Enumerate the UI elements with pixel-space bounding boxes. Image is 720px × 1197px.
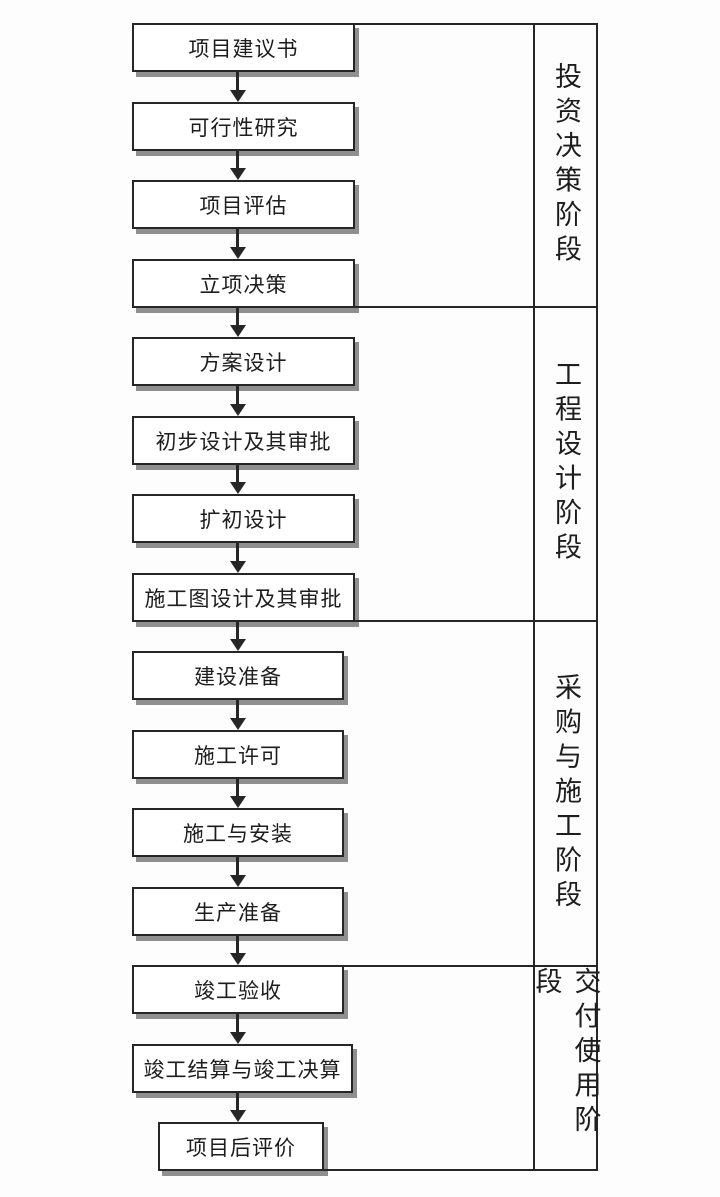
- phase-label-engineering-design: 工程设计阶段: [550, 360, 581, 568]
- flow-step-label: 初步设计及其审批: [155, 429, 332, 454]
- flow-step-box-15: 项目后评价: [158, 1122, 324, 1171]
- flow-step-label: 竣工验收: [194, 978, 282, 1003]
- phase-divider-1: [353, 306, 598, 308]
- flow-step-box-4: 立项决策: [132, 259, 355, 308]
- flow-step-label: 方案设计: [199, 350, 288, 375]
- phase-label-procurement-construction: 采购与施工阶段: [550, 672, 581, 915]
- phase-boundary-bottom: [322, 1169, 598, 1171]
- flow-step-box-3: 项目评估: [132, 180, 355, 229]
- phase-label-delivery-use: 交付使用阶段: [530, 967, 601, 1140]
- flow-step-box-7: 扩初设计: [132, 494, 355, 543]
- down-arrow-icon: [230, 542, 246, 573]
- flow-step-box-14: 竣工结算与竣工决算: [132, 1044, 353, 1093]
- flow-step-box-9: 建设准备: [132, 651, 344, 700]
- down-arrow-icon: [230, 307, 246, 337]
- down-arrow-icon: [230, 464, 246, 494]
- phase-divider-3: [342, 965, 598, 967]
- flow-step-box-11: 施工与安装: [132, 808, 344, 857]
- down-arrow-icon: [230, 71, 246, 102]
- down-arrow-icon: [230, 778, 246, 808]
- down-arrow-icon: [230, 1092, 246, 1122]
- flow-step-label: 施工与安装: [183, 821, 293, 846]
- down-arrow-icon: [230, 1013, 246, 1044]
- phase-column: [533, 23, 598, 1171]
- down-arrow-icon: [230, 621, 246, 651]
- down-arrow-icon: [230, 935, 246, 965]
- flow-step-label: 建设准备: [194, 664, 282, 689]
- flow-step-box-1: 项目建议书: [132, 23, 355, 72]
- down-arrow-icon: [230, 385, 246, 416]
- phase-divider-2: [342, 620, 598, 622]
- phase-label-investment-decision: 投资决策阶段: [550, 61, 581, 270]
- phase-boundary-top: [353, 23, 598, 25]
- flow-step-box-5: 方案设计: [132, 337, 355, 386]
- flow-step-label: 可行性研究: [188, 115, 299, 140]
- flow-step-label: 生产准备: [194, 900, 282, 925]
- flow-step-box-2: 可行性研究: [132, 102, 355, 151]
- down-arrow-icon: [230, 228, 246, 259]
- flow-step-label: 施工许可: [194, 743, 282, 768]
- flow-step-label: 扩初设计: [199, 507, 288, 532]
- down-arrow-icon: [230, 856, 246, 887]
- flow-step-box-6: 初步设计及其审批: [132, 416, 355, 465]
- flow-step-label: 竣工结算与竣工决算: [143, 1057, 342, 1082]
- flow-step-label: 项目评估: [199, 193, 288, 218]
- flow-step-box-12: 生产准备: [132, 887, 344, 936]
- flow-step-label: 施工图设计及其审批: [144, 586, 343, 611]
- flow-step-label: 立项决策: [199, 272, 288, 297]
- down-arrow-icon: [230, 150, 246, 180]
- flow-step-label: 项目建议书: [188, 36, 299, 61]
- flow-step-box-8: 施工图设计及其审批: [132, 573, 355, 622]
- flow-step-box-13: 竣工验收: [132, 965, 344, 1014]
- flow-step-box-10: 施工许可: [132, 730, 344, 779]
- flow-step-label: 项目后评价: [186, 1135, 296, 1160]
- down-arrow-icon: [230, 699, 246, 730]
